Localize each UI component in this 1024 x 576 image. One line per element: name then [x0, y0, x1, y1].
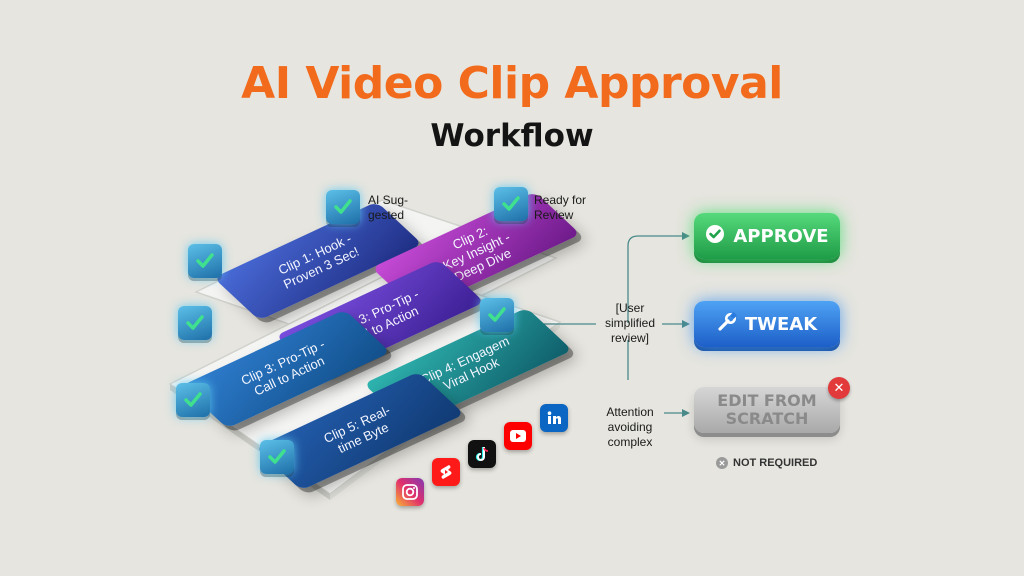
- note-ai-suggested: AI Sug- gested: [368, 193, 409, 222]
- check-icon[interactable]: [176, 383, 210, 417]
- youtube-icon: [504, 422, 532, 450]
- approve-button[interactable]: APPROVE: [694, 213, 840, 259]
- tweak-label: TWEAK: [744, 313, 818, 335]
- check-icon[interactable]: [178, 306, 212, 340]
- not-required-label: NOT REQUIRED: [733, 457, 818, 469]
- check-icon[interactable]: [480, 298, 514, 332]
- page-title: AI Video Clip Approval: [241, 58, 783, 109]
- check-icon[interactable]: [494, 187, 528, 221]
- note-attention: Attention avoiding complex: [606, 405, 654, 449]
- youtube-shorts-icon: [432, 458, 460, 486]
- instagram-icon: [396, 478, 424, 506]
- edit-label-line1: EDIT FROM: [717, 391, 817, 410]
- check-icon[interactable]: [326, 190, 360, 224]
- edit-label-line2: SCRATCH: [725, 409, 809, 428]
- tweak-button[interactable]: TWEAK: [694, 301, 840, 347]
- wrench-icon: [717, 311, 737, 337]
- not-required-badge: ✕ NOT REQUIRED: [716, 457, 817, 469]
- close-icon: ✕: [828, 377, 850, 399]
- flow-connectors: [536, 235, 684, 414]
- check-icon[interactable]: [260, 440, 294, 474]
- flow-arrowheads: [682, 232, 690, 417]
- note-ready-for-review: Ready for Review: [534, 193, 587, 222]
- note-user-simplified: [User simplified review]: [604, 301, 655, 345]
- edit-from-scratch-button[interactable]: EDIT FROM SCRATCH: [694, 387, 840, 433]
- linkedin-icon: [540, 404, 568, 432]
- tiktok-icon: [468, 440, 496, 468]
- check-circle-icon: [705, 224, 725, 249]
- page-subtitle: Workflow: [430, 118, 594, 154]
- check-icon[interactable]: [188, 244, 222, 278]
- approve-label: APPROVE: [733, 225, 829, 247]
- close-circle-icon: ✕: [716, 457, 728, 469]
